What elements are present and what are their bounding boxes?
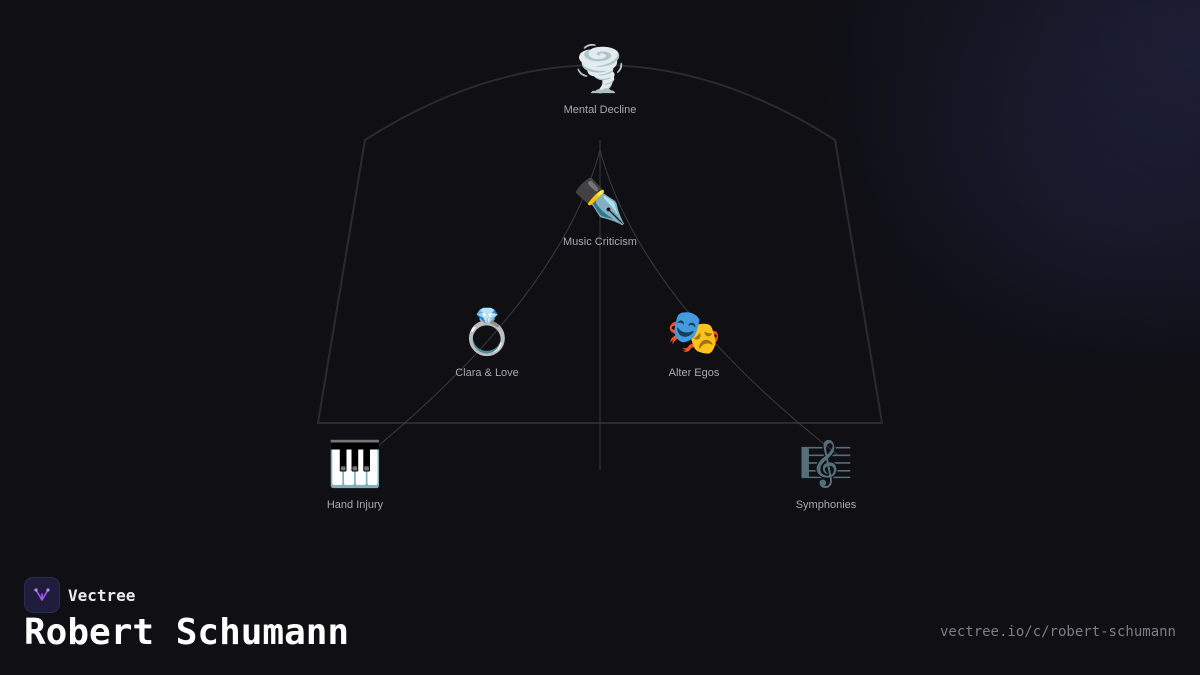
theater-masks-icon: 🎭: [666, 307, 722, 358]
node-label: Symphonies: [795, 499, 857, 511]
page-url[interactable]: vectree.io/c/robert-schumann: [939, 624, 1176, 640]
tornado-icon: 🌪️: [572, 44, 628, 95]
node-hand-injury[interactable]: 🎹 Hand Injury: [295, 437, 415, 511]
piano-keys-icon: 🎹: [327, 439, 383, 490]
page-title: Robert Schumann: [24, 612, 350, 653]
node-alter-egos[interactable]: 🎭 Alter Egos: [634, 305, 754, 379]
node-label: Music Criticism: [563, 236, 637, 248]
tree-outline: [316, 64, 884, 424]
brand-name: Vectree: [68, 585, 136, 605]
node-music-criticism[interactable]: ✒️ Music Criticism: [540, 174, 660, 248]
node-label: Mental Decline: [563, 104, 637, 116]
node-clara-love[interactable]: 💍 Clara & Love: [427, 305, 547, 379]
branch-line-left: [354, 149, 601, 466]
branch-line-right: [599, 149, 839, 456]
brand[interactable]: Vectree: [24, 577, 135, 613]
node-label: Hand Injury: [326, 499, 384, 511]
vectree-logo-icon: [24, 577, 60, 613]
musical-score-icon: 🎼: [798, 439, 854, 490]
node-label: Clara & Love: [455, 367, 519, 379]
node-symphonies[interactable]: 🎼 Symphonies: [766, 437, 886, 511]
fountain-pen-icon: ✒️: [572, 176, 628, 227]
ring-icon: 💍: [459, 307, 515, 358]
node-mental-decline[interactable]: 🌪️ Mental Decline: [540, 42, 660, 116]
node-label: Alter Egos: [668, 367, 720, 379]
